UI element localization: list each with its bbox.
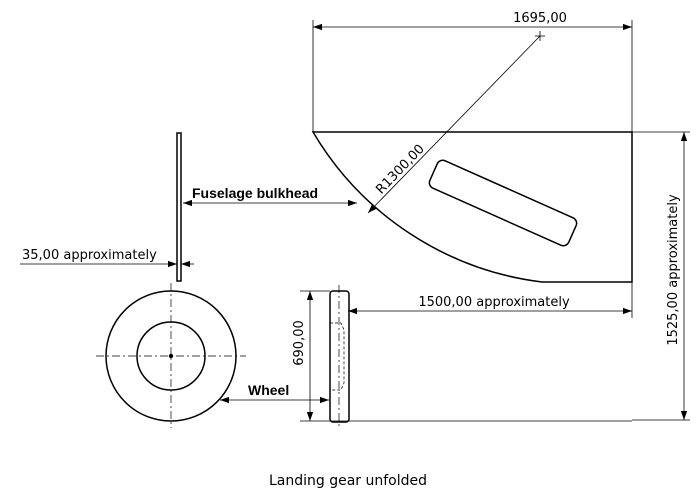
gear-panel-outline [311,131,633,283]
fuselage-bulkhead: Fuselage bulkhead [176,132,357,282]
dimension-bulkhead-thickness: 35,00 approximately [20,248,194,281]
dimension-bulkhead-thickness-label: 35,00 approximately [22,248,157,263]
wheel-side-outline [329,290,350,423]
dimension-wheel-diameter: 690,00 [292,290,632,422]
wheel-callout: Wheel [220,382,329,404]
dimension-right-height: 1525,00 approximately [632,131,690,421]
dimension-wheel-diameter-label: 690,00 [292,320,307,366]
wheel-label: Wheel [248,382,289,398]
wheel-side-view [329,285,350,428]
figure-caption: Landing gear unfolded [269,473,427,489]
dimension-mid-width: 1500,00 approximately [348,282,633,318]
bulkhead-label: Fuselage bulkhead [192,185,318,201]
bulkhead-plate [176,132,182,282]
dimension-top-width-label: 1695,00 [513,11,567,26]
dimension-radius-label: R1300,00 [373,142,427,198]
wheel-side-hub-hidden [330,322,345,391]
wheel-front-view [96,283,246,428]
dimension-radius: R1300,00 [367,31,545,214]
dimension-right-height-label: 1525,00 approximately [666,194,681,346]
gear-panel-slot [428,159,578,247]
dimension-mid-width-label: 1500,00 approximately [418,295,570,310]
gear-panel [311,131,633,283]
dimension-top-width: 1695,00 [312,11,633,132]
